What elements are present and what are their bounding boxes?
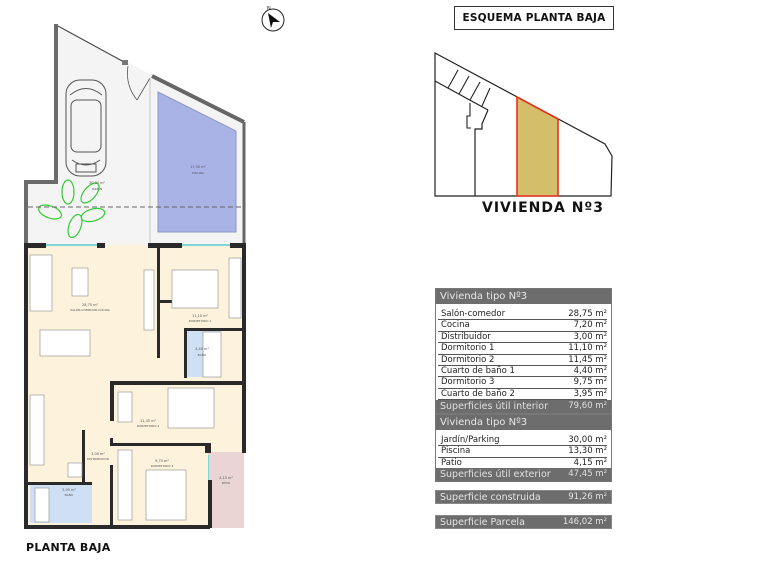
jardin-area: 30,00 m²: [89, 181, 106, 185]
svg-text:N: N: [267, 6, 271, 12]
dormitorio2-area: 11,45 m²: [140, 419, 157, 423]
interior-table-header: Vivienda tipo Nº3: [436, 289, 611, 304]
bano2-area: 3,95 m²: [62, 488, 76, 492]
scheme-title: ESQUEMA PLANTA BAJA: [454, 6, 614, 30]
jardin-name: JARDÍN: [91, 186, 102, 191]
palm-tree-icon: [37, 179, 106, 239]
piscina-name: PISCINA: [192, 171, 205, 175]
dormitorio1-name: DORMITORIO 1: [189, 319, 212, 323]
interior-total-value: 79,60 m²: [568, 401, 607, 412]
car-icon: [65, 79, 107, 177]
distribuidor-area: 3,00 m²: [91, 452, 105, 456]
distribuidor-name: DISTRIBUIDOR: [87, 457, 109, 461]
dormitorio2-name: DORMITORIO 2: [137, 424, 160, 428]
plot-area-value: 146,02 m²: [562, 517, 607, 527]
plan-title: PLANTA BAJA: [26, 541, 111, 554]
plot-area-label: Superficie Parcela: [440, 516, 525, 528]
piscina-area: 13,30 m²: [190, 165, 207, 169]
floor-plan: 30,00 m² JARDÍN 13,30 m² PISCINA: [24, 22, 246, 529]
exterior-total: Superficies útil exterior 47,45 m²: [436, 468, 611, 482]
bano2-name: BAÑO: [65, 492, 74, 497]
salon-name: SALÓN-COMEDOR-COCINA: [70, 307, 111, 312]
patio-area: 4,15 m²: [219, 476, 233, 480]
salon-area: 28,75 m²: [82, 303, 99, 307]
interior-total-label: Superficies útil interior: [440, 401, 549, 413]
dormitorio1-area: 11,10 m²: [192, 314, 209, 318]
dormitorio3-area: 9,75 m²: [155, 459, 169, 463]
exterior-total-value: 47,45 m²: [568, 469, 607, 480]
patio-name: PATIO: [222, 481, 231, 485]
built-area-value: 91,26 m²: [568, 492, 607, 502]
dormitorio3-name: DORMITORIO 3: [151, 464, 174, 468]
unit-title: VIVIENDA Nº3: [482, 200, 605, 216]
plot-area-bar: Superficie Parcela 146,02 m²: [435, 515, 612, 529]
built-area-bar: Superficie construida 91,26 m²: [435, 490, 612, 504]
exterior-total-label: Superficies útil exterior: [440, 469, 551, 481]
north-arrow-icon: N: [261, 6, 285, 32]
interior-total: Superficies útil interior 79,60 m²: [436, 400, 611, 414]
bano1-area: 4,40 m²: [195, 347, 209, 351]
bano1-name: BAÑO: [198, 352, 207, 357]
pool: [157, 91, 237, 233]
built-area-label: Superficie construida: [440, 491, 541, 503]
highlighted-unit: [516, 95, 559, 197]
scheme-diagram: [434, 51, 613, 197]
exterior-table-header: Vivienda tipo Nº3: [436, 415, 611, 430]
